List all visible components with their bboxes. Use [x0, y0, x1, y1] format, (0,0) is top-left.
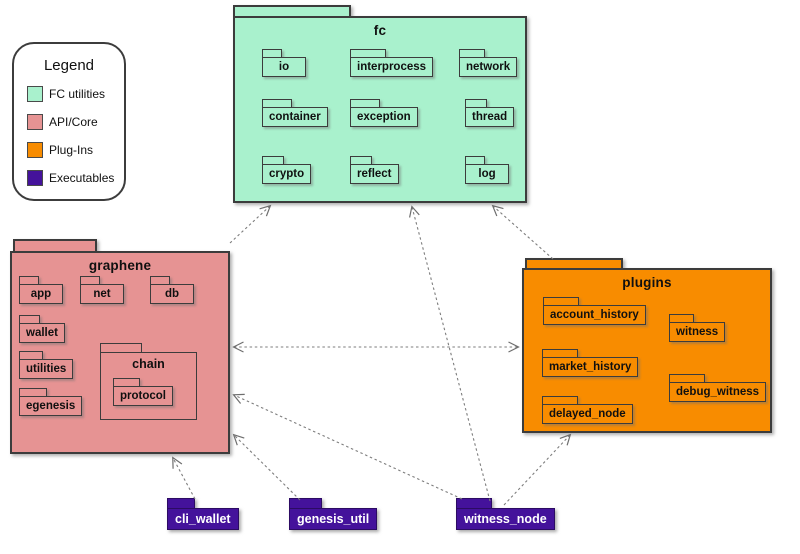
folder-tab	[525, 258, 623, 268]
arrow-witness_node-to-graphene	[232, 393, 463, 500]
legend-item-api-core: API/Core	[27, 114, 124, 130]
subpackage-delayed-node: delayed_node	[542, 396, 633, 424]
package-title-graphene: graphene	[88, 258, 152, 273]
folder-tab	[167, 498, 195, 508]
package-title-chain: chain	[132, 357, 165, 371]
folder-tab	[262, 99, 292, 107]
folder-tab	[150, 276, 170, 284]
folder-tab	[13, 239, 97, 251]
arrow-witness_node-to-fc	[409, 205, 491, 502]
legend-item-label: FC utilities	[49, 87, 106, 101]
arrow-genesis_util-to-graphene	[232, 433, 301, 501]
executable-genesis-util: genesis_util	[289, 498, 378, 530]
folder-tab	[100, 343, 142, 352]
subpackage-protocol: protocol	[113, 378, 173, 406]
folder-tab	[19, 315, 40, 323]
subpackage-debug-witness: debug_witness	[669, 374, 767, 402]
folder-tab	[19, 276, 39, 284]
package-fc: fc io interprocess network container exc…	[233, 5, 527, 203]
subpackage-io: io	[262, 49, 306, 77]
subpackage-app: app	[19, 276, 63, 304]
arrow-graphene-to-fc	[229, 204, 272, 244]
api-core-swatch	[27, 114, 43, 130]
folder-tab	[19, 351, 44, 359]
folder-body: fc io interprocess network container exc…	[233, 16, 527, 203]
folder-tab	[262, 49, 282, 57]
legend-box: Legend FC utilities API/Core Plug-Ins Ex…	[12, 42, 126, 201]
folder-body: graphene app net db wallet utilities	[10, 251, 230, 454]
legend-item-label: Plug-Ins	[49, 143, 94, 157]
subpackage-market-history: market_history	[542, 349, 639, 377]
folder-tab	[669, 374, 705, 382]
folder-tab	[465, 99, 488, 107]
legend-title: Legend	[43, 57, 95, 74]
subpackage-container: container	[262, 99, 328, 127]
package-plugins: plugins account_history witness market_h…	[522, 258, 772, 433]
arrow-cli_wallet-to-graphene	[172, 456, 196, 500]
subpackage-db: db	[150, 276, 194, 304]
folder-tab	[456, 498, 492, 508]
folder-tab	[350, 156, 372, 164]
package-title-fc: fc	[373, 23, 387, 38]
arrow-witness_node-to-plugins	[503, 433, 572, 506]
subpackage-utilities: utilities	[19, 351, 74, 379]
folder-tab	[113, 378, 140, 386]
subpackage-log: log	[465, 156, 509, 184]
legend-item-label: API/Core	[49, 115, 98, 129]
subpackage-egenesis: egenesis	[19, 388, 83, 416]
folder-tab	[289, 498, 322, 508]
executable-cli-wallet: cli_wallet	[167, 498, 239, 530]
folder-tab	[542, 396, 578, 404]
folder-tab	[233, 5, 351, 16]
subpackage-net: net	[80, 276, 124, 304]
subpackage-crypto: crypto	[262, 156, 312, 184]
folder-tab	[669, 314, 695, 322]
subpackage-thread: thread	[465, 99, 515, 127]
subpackage-witness: witness	[669, 314, 726, 342]
plugins-swatch	[27, 142, 43, 158]
folder-tab	[350, 49, 386, 57]
fc-utilities-swatch	[27, 86, 43, 102]
arrow-plugins-to-fc	[491, 204, 554, 260]
package-title-plugins: plugins	[622, 275, 672, 290]
folder-tab	[542, 349, 578, 357]
folder-tab	[262, 156, 285, 164]
folder-tab	[19, 388, 48, 396]
package-chain: chain protocol	[100, 343, 197, 420]
subpackage-interprocess: interprocess	[350, 49, 434, 77]
subpackage-account-history: account_history	[543, 297, 646, 325]
folder-tab	[543, 297, 579, 305]
executables-swatch	[27, 170, 43, 186]
legend-item-plugins: Plug-Ins	[27, 142, 124, 158]
subpackage-wallet: wallet	[19, 315, 65, 343]
legend-item-fc-utilities: FC utilities	[27, 86, 124, 102]
folder-tab	[459, 49, 486, 57]
subpackage-reflect: reflect	[350, 156, 399, 184]
folder-tab	[350, 99, 381, 107]
executable-witness-node: witness_node	[456, 498, 555, 530]
folder-tab	[80, 276, 100, 284]
folder-tab	[465, 156, 485, 164]
folder-body: chain protocol	[100, 352, 197, 420]
package-graphene: graphene app net db wallet utilities	[10, 239, 230, 454]
legend-item-executables: Executables	[27, 170, 124, 186]
subpackage-exception: exception	[350, 99, 418, 127]
subpackage-network: network	[459, 49, 518, 77]
folder-body: plugins account_history witness market_h…	[522, 268, 772, 433]
legend-item-label: Executables	[49, 171, 115, 185]
